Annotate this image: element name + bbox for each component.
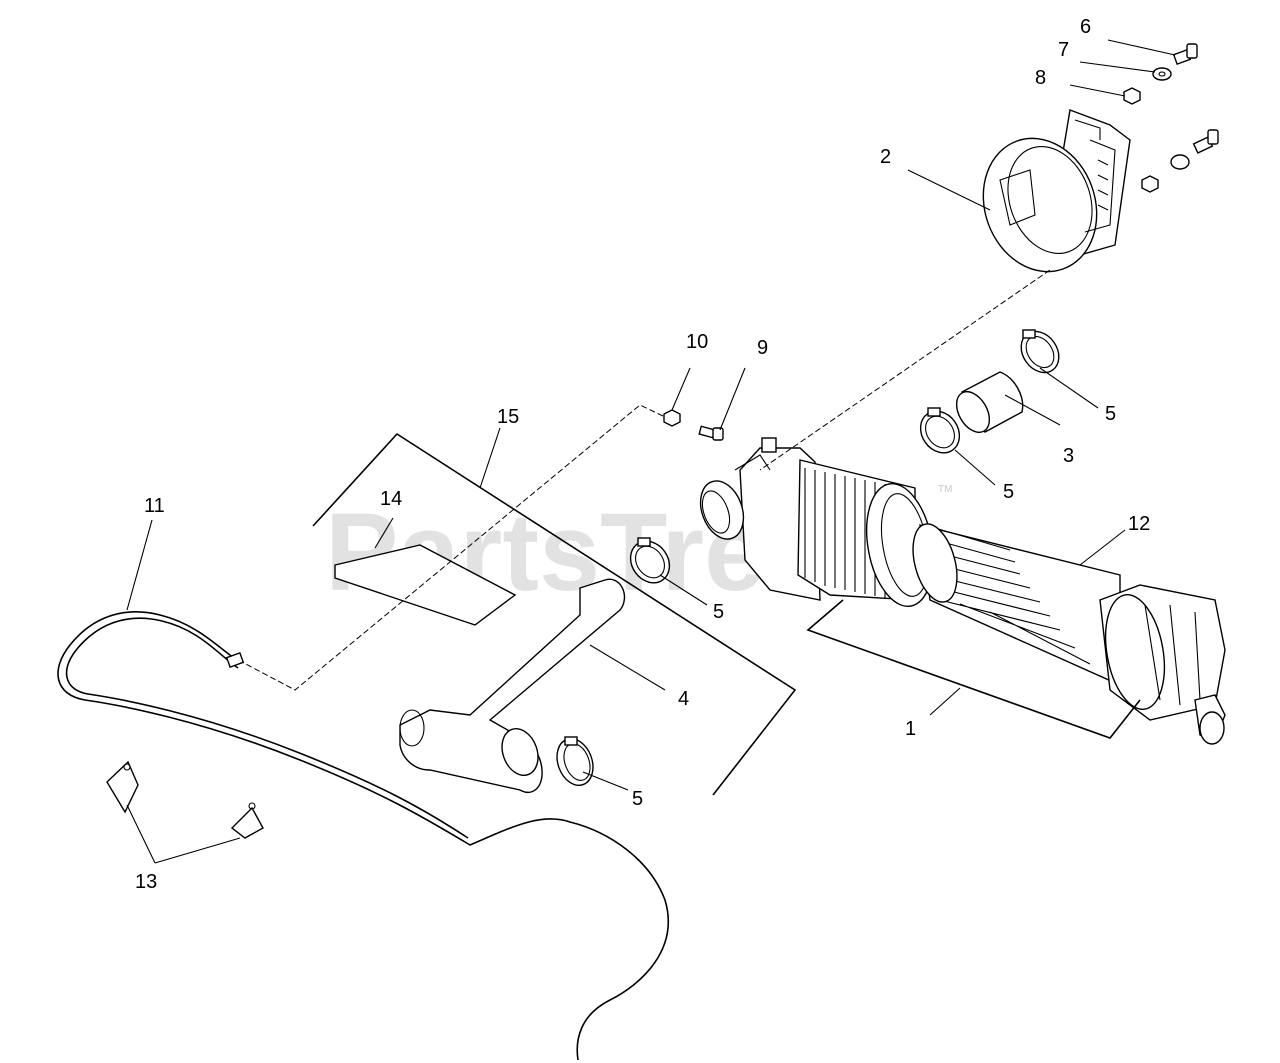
washer-part-7 <box>1152 67 1172 81</box>
callout-5-upper: 5 <box>1105 403 1116 425</box>
bolt-right <box>1192 129 1219 154</box>
callout-9: 9 <box>757 337 768 359</box>
end-cap <box>1099 584 1226 745</box>
callout-11: 11 <box>144 495 165 517</box>
callout-15: 15 <box>497 406 519 428</box>
callout-10: 10 <box>686 331 708 353</box>
assembly-dashed-lines <box>241 269 1051 691</box>
bolt-part-9 <box>698 425 724 441</box>
tube-end <box>225 652 245 668</box>
callout-6: 6 <box>1080 16 1091 38</box>
nut-part-8 <box>1123 87 1141 105</box>
callout-3: 3 <box>1063 445 1074 467</box>
hose-clamp-upper <box>1020 329 1060 374</box>
washer-right <box>1170 154 1190 170</box>
clip-part-13-right <box>230 802 264 839</box>
callout-7: 7 <box>1058 39 1069 61</box>
callout-labels: 1 2 3 4 5 5 5 5 6 7 8 9 10 11 12 13 14 1… <box>135 16 1150 893</box>
callout-2: 2 <box>880 146 891 168</box>
nut-right <box>1141 175 1159 193</box>
callout-4: 4 <box>678 688 689 710</box>
callout-14: 14 <box>380 488 402 510</box>
callout-12: 12 <box>1128 513 1150 535</box>
clip-part-13-left <box>106 760 139 814</box>
hose-clamp-bottom <box>556 736 594 786</box>
seal-part-14 <box>334 544 517 626</box>
sleeve-part-3 <box>955 371 1024 433</box>
hose-clamp-lower-left <box>629 537 671 584</box>
callout-8: 8 <box>1035 67 1046 89</box>
nut-part-10 <box>663 409 681 427</box>
hose-part-4 <box>399 578 626 793</box>
watermark-trademark: TM <box>938 484 952 495</box>
callout-13: 13 <box>135 871 157 893</box>
callout-5-middle: 5 <box>1003 481 1014 503</box>
tube-part-11 <box>57 611 670 1061</box>
leader-lines <box>126 39 1176 864</box>
callout-5-left: 5 <box>713 601 724 623</box>
bolt-part-6 <box>1172 43 1198 65</box>
hose-clamp-middle <box>919 407 961 454</box>
filter-element-part-12 <box>912 523 1121 687</box>
mounting-bracket-part-2 <box>982 109 1131 273</box>
air-cleaner-assembly-part-1 <box>699 437 935 608</box>
callout-1: 1 <box>905 718 916 740</box>
callout-5-bottom: 5 <box>632 788 643 810</box>
